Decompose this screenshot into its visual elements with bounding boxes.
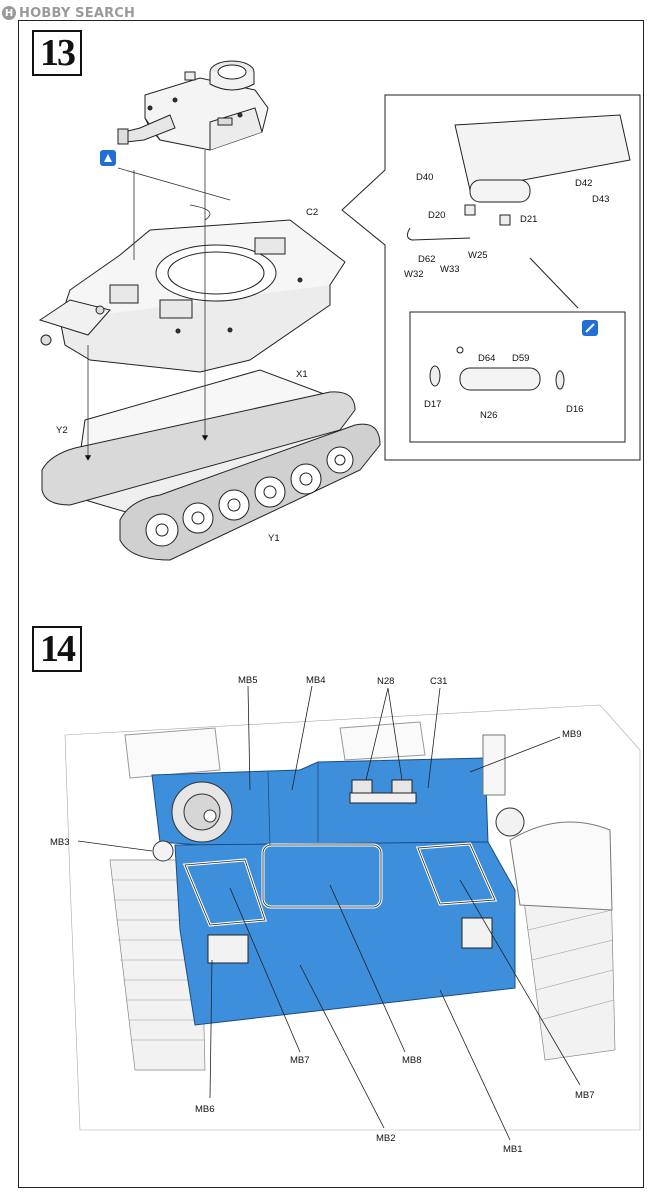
label-d16: D16 [566,404,583,415]
label-c2: C2 [306,207,318,218]
label-w25: W25 [468,250,488,261]
paint-icon [582,320,598,336]
label-d17: D17 [424,399,441,410]
label-mb4: MB4 [306,675,326,686]
label-mb6: MB6 [195,1104,215,1115]
rear-plate-lower-highlight [174,841,516,1026]
lower-hull-with-tracks [41,369,381,561]
label-mb3: MB3 [50,837,70,848]
label-d64: D64 [478,353,495,364]
step-14-labels: MB5 MB4 N28 C31 MB9 MB3 MB7 MB8 MB7 MB6 … [50,675,595,1155]
label-d59: D59 [512,353,529,364]
label-mb8: MB8 [402,1055,422,1066]
step-14-assembly [64,704,641,1131]
step-13-assembly [38,60,641,561]
label-c31: C31 [430,676,447,687]
label-d43: D43 [592,194,609,205]
label-w32: W32 [404,269,424,280]
label-mb5: MB5 [238,675,258,686]
label-d21: D21 [520,214,537,225]
label-d62: D62 [418,254,435,265]
page-frame [18,20,644,1188]
label-mb7-left: MB7 [290,1055,310,1066]
label-n26: N26 [480,410,497,421]
label-mb9: MB9 [562,729,582,740]
step-14-leader-lines [77,685,581,1141]
step-14-number: 14 [32,626,82,672]
label-n28: N28 [377,676,394,687]
label-mb2: MB2 [376,1133,396,1144]
label-x1: X1 [296,369,308,380]
step-13-labels: C2 X1 Y2 Y1 D40 D42 D43 D20 D21 D62 W25 … [56,172,609,544]
upper-hull [38,219,346,373]
label-mb1: MB1 [503,1144,523,1155]
watermark-logo: H HOBBY SEARCH [2,4,135,22]
assembly-guide-lines [84,150,231,461]
hobbysearch-logo-icon: H [2,6,16,20]
label-mb7-right: MB7 [575,1090,595,1101]
label-d42: D42 [575,178,592,189]
label-y1: Y1 [268,533,280,544]
cement-glue-icon [100,150,116,166]
label-d40: D40 [416,172,433,183]
label-y2: Y2 [56,425,68,436]
turret [117,60,269,151]
detail-callout [341,94,641,461]
watermark-text: HOBBY SEARCH [19,5,136,21]
label-d20: D20 [428,210,445,221]
label-w33: W33 [440,264,460,275]
step-13-number: 13 [32,30,82,76]
